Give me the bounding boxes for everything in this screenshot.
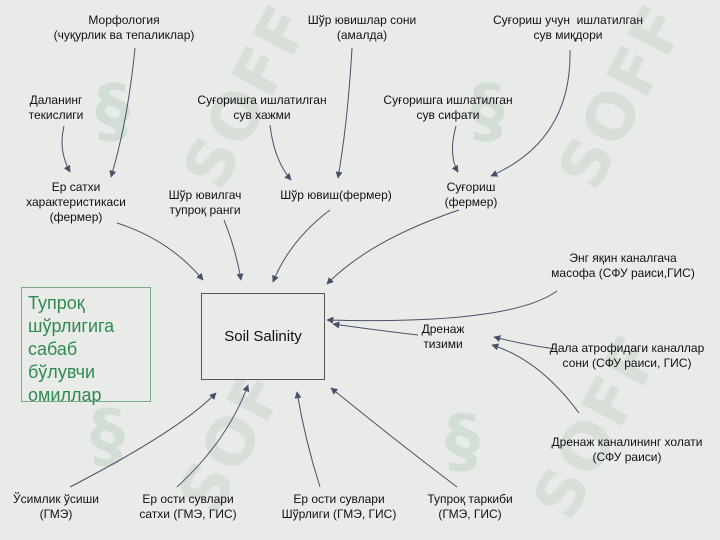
node-tuproq-tarkibi: Тупроқ таркиби (ГМЭ, ГИС) [427,492,513,521]
node-shur-yuvish-soni: Шўр ювишлар сони (амалда) [307,13,417,42]
node-sugorish-suv-miqdori: Суғориш учун ишлатилган сув миқдори [493,13,643,42]
node-yer-sathi: Ер сатхи характеристикаси (фермер) [26,180,126,224]
node-drenaj-holati: Дренаж каналининг холати (СФУ раиси) [551,435,703,464]
edge-drenaj-holati-to-drenaj [491,343,580,414]
node-er-osti-sathi: Ер ости сувлари сатхи (ГМЭ, ГИС) [139,492,237,521]
node-suv-sifati: Суғоришга ишлатилган сув сифати [383,93,513,122]
node-shur-yuvish: Шўр ювиш(фермер) [280,188,392,202]
edge-er-osti-sathi-to-center [176,384,250,488]
watermark-logo: § [90,395,125,477]
edge-shur-yuvish-soni-to-shur-yuvish [335,47,353,179]
center-node-soil-salinity: Soil Salinity [201,293,325,380]
edge-kanal-masofa-to-center [326,290,558,324]
edge-suv-sifati-to-sugorish [451,125,459,173]
edge-usimlik-to-center [69,392,217,488]
edge-morfologiya-to-yer-sathi [109,47,136,178]
edge-sugorish-suv-miqdori-to-sugorish [490,49,571,177]
node-kanal-masofa: Энг яқин каналгача масофа (СФУ раиси,ГИС… [551,251,695,280]
edge-dalaning-tekisligi-to-yer-sathi [61,125,71,173]
node-usimlik: Ўсимлик ўсиши (ГМЭ) [13,492,99,521]
edge-shur-yuvilgach-to-center [223,219,244,281]
node-shur-yuvilgach: Шўр ювилгач тупроқ ранги [168,188,242,217]
node-sugorish: Суғориш (фермер) [444,180,498,209]
edge-yer-sathi-to-center [116,222,204,281]
node-dalaning-tekisligi: Даланинг текислиги [28,93,84,122]
watermark-logo: § [95,70,130,152]
edge-er-osti-shurligi-to-center [294,391,321,488]
watermark-logo: § [445,400,480,482]
edge-suv-hajmi-to-shur-yuvish [269,124,292,181]
edge-dala-kanallar-to-drenaj [493,335,557,350]
node-suv-hajmi: Суғоришга ишлатилган сув хажми [197,93,327,122]
edge-shur-yuvish-to-center [272,209,331,283]
node-dala-kanallar: Дала атрофидаги каналлар сони (СФУ раиси… [549,341,705,370]
edge-tuproq-tarkibi-to-center [330,387,458,488]
node-morfologiya: Морфология (чуқурлик ва тепаликлар) [53,13,195,42]
edge-sugorish-to-center [326,209,460,285]
watermark-logo: § [470,70,505,152]
diagram-title: Тупроқ шўрлигига сабаб бўлувчи омиллар [21,287,151,405]
edge-drenaj-to-center [332,321,419,336]
node-er-osti-shurligi: Ер ости сувлари Шўрлиги (ГМЭ, ГИС) [281,492,397,521]
node-drenaj: Дренаж тизими [421,322,465,351]
